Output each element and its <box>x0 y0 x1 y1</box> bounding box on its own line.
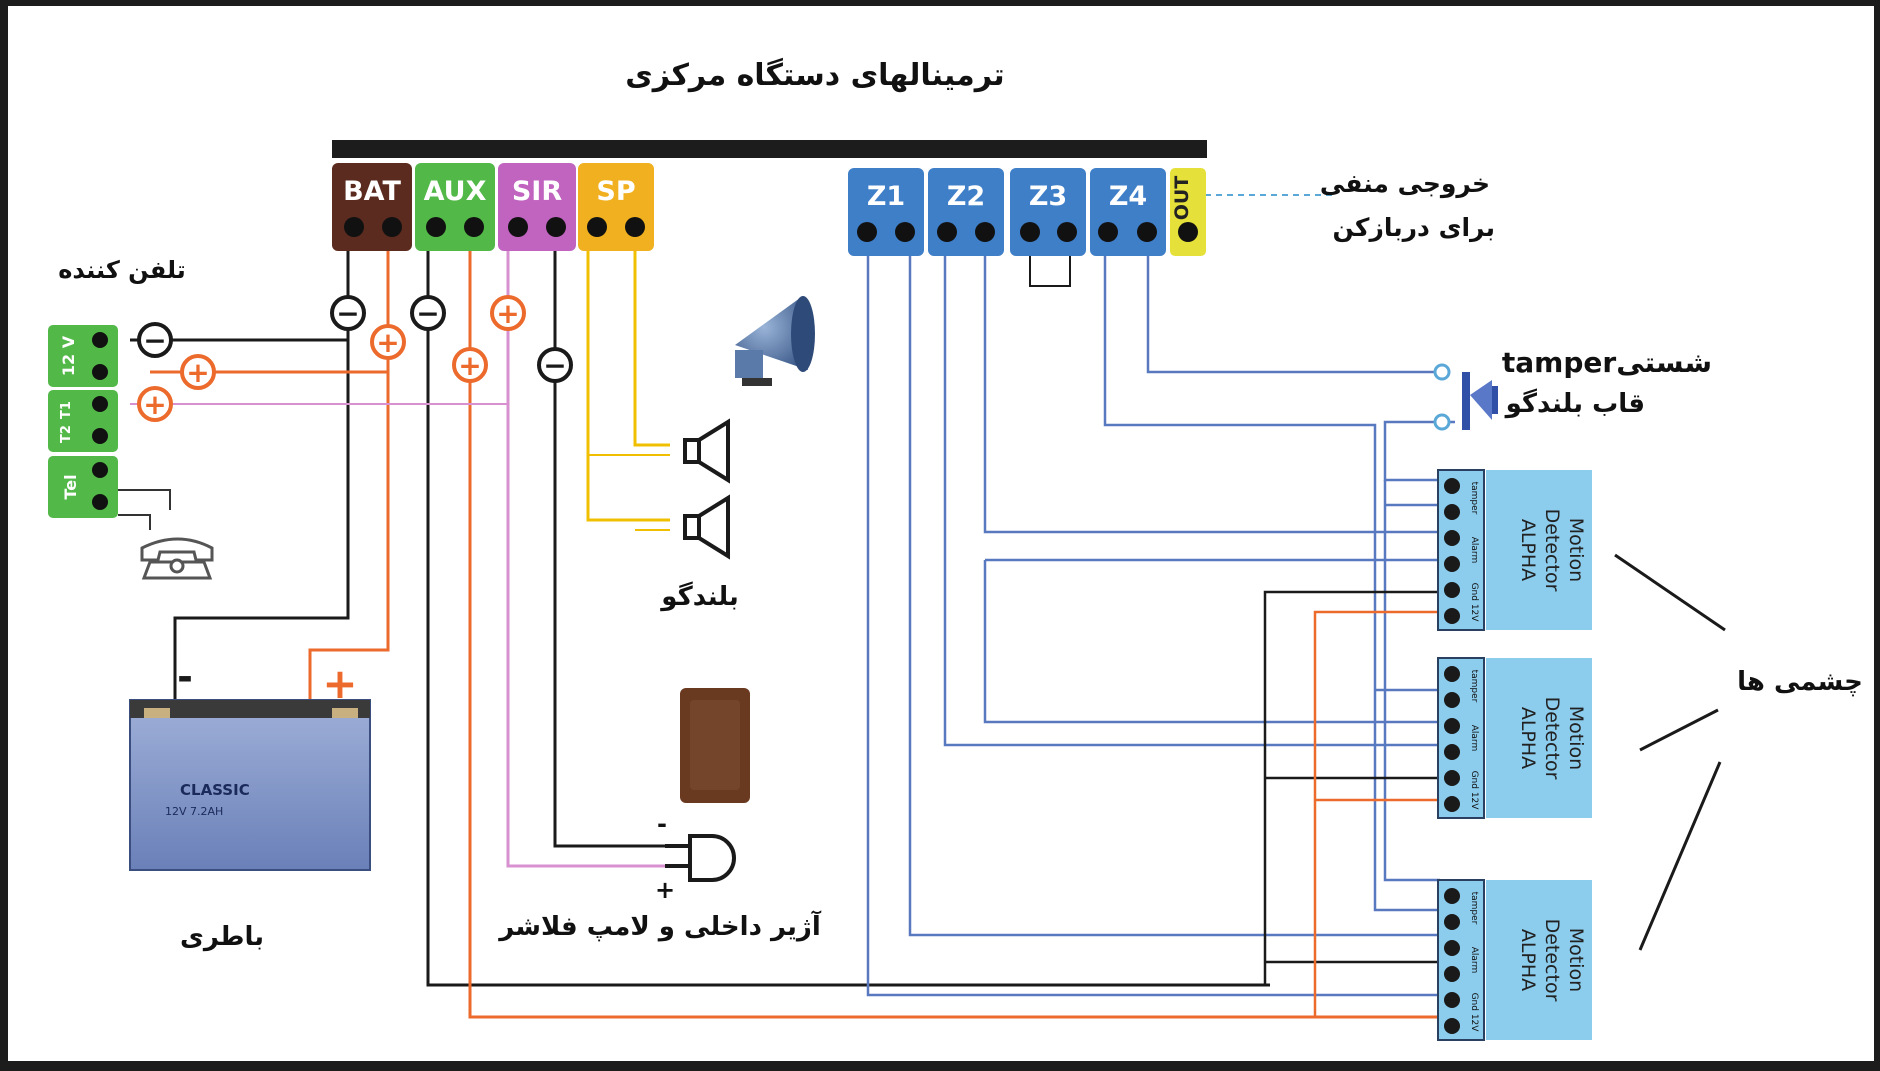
minus-marker-text: − <box>336 297 359 330</box>
minus-marker-text: − <box>143 324 166 357</box>
out-label-line1: خروجی منفی <box>1320 169 1490 199</box>
dialer-terminals: 12 V T1 T2 Tel <box>48 325 118 518</box>
diagram-title: ترمینالهای دستگاه مرکزی <box>625 57 1004 93</box>
terminal-z4: Z4 <box>1090 168 1166 256</box>
siren-minus-sign: - <box>657 810 667 838</box>
detector-name-text: Motion <box>1565 518 1587 582</box>
terminal-z3: Z3 <box>1010 168 1086 256</box>
terminal-aux: AUX <box>415 163 495 251</box>
dialer-term-12v: 12 V <box>59 335 78 376</box>
detector-name-text: Motion <box>1565 706 1587 770</box>
telephone-icon <box>140 537 214 580</box>
plus-marker-text: + <box>186 356 209 389</box>
paper <box>8 6 1874 1061</box>
plus-marker-text: + <box>458 349 481 382</box>
flasher-lamp-icon <box>680 688 750 803</box>
battery-icon: CLASSIC 12V 7.2AH <box>129 699 371 871</box>
out-label-line2: برای دربازکن <box>1332 213 1495 243</box>
battery-brand: CLASSIC <box>180 781 250 799</box>
detector-terminal-label: Gnd 12V <box>1469 993 1479 1033</box>
detector-terminal-label: tamper <box>1469 670 1479 703</box>
terminal-z2-label: Z2 <box>947 181 985 212</box>
speaker-icon <box>683 494 730 560</box>
terminal-z4-label: Z4 <box>1109 181 1147 212</box>
detector-terminal-label: Alarm <box>1469 725 1479 751</box>
detector-name-text: Detector <box>1541 697 1563 780</box>
minus-marker <box>330 295 366 331</box>
terminal-z1: Z1 <box>848 168 924 256</box>
siren-label: آژیر داخلی و لامپ فلاشر <box>497 910 822 942</box>
detector-name-text: ALPHA <box>1517 707 1539 769</box>
terminal-bat: BAT <box>332 163 412 251</box>
tamper-label-line2: قاب بلندگو <box>1504 388 1645 419</box>
horn-siren-icon <box>735 296 815 386</box>
minus-marker-text: − <box>416 297 439 330</box>
speaker-icon <box>683 418 730 484</box>
battery-label: باطری <box>180 922 264 952</box>
terminal-out-label: OUT <box>1171 176 1193 221</box>
terminal-z1-label: Z1 <box>867 181 905 212</box>
terminal-sp-label: SP <box>596 176 635 207</box>
plus-marker <box>137 386 173 422</box>
minus-marker <box>137 322 173 358</box>
terminal-sir-label: SIR <box>512 176 562 207</box>
detector-terminal-label: tamper <box>1469 482 1479 515</box>
detector-terminal-label: Alarm <box>1469 537 1479 563</box>
plus-marker <box>370 324 406 360</box>
dialer-term-tel: Tel <box>61 474 80 499</box>
plus-marker-text: + <box>496 297 519 330</box>
detector-name-text: Motion <box>1565 928 1587 992</box>
terminal-bat-label: BAT <box>343 176 401 207</box>
tamper-label-line1: tamperشستی <box>1502 346 1712 379</box>
plus-marker-text: + <box>376 326 399 359</box>
detector-name-text: Detector <box>1541 919 1563 1002</box>
dialer-label: تلفن کننده <box>58 256 186 284</box>
minus-marker <box>537 347 573 383</box>
detector-name-text: Detector <box>1541 509 1563 592</box>
terminal-sir: SIR <box>498 163 576 251</box>
minus-marker <box>410 295 446 331</box>
tamper-switch-icon <box>1433 363 1498 431</box>
terminal-rail <box>332 140 1207 158</box>
battery-plus-sign: + <box>322 659 357 708</box>
terminal-sp: SP <box>578 163 654 251</box>
plus-marker <box>452 347 488 383</box>
speaker-label: بلندگو <box>659 581 738 612</box>
detector-terminal-label: Alarm <box>1469 947 1479 973</box>
dialer-term-t1: T1 <box>59 401 74 419</box>
wires <box>118 194 1726 1019</box>
detector-name-text: ALPHA <box>1517 519 1539 581</box>
siren-plus-sign: + <box>655 876 675 904</box>
terminal-z3-label: Z3 <box>1029 181 1067 212</box>
battery-rating: 12V 7.2AH <box>165 805 223 818</box>
internal-siren-icon <box>665 834 736 882</box>
terminal-z2: Z2 <box>928 168 1004 256</box>
detector-terminal-label: Gnd 12V <box>1469 771 1479 811</box>
detector-terminal-label: tamper <box>1469 892 1479 925</box>
dialer-term-t2: T2 <box>59 425 74 443</box>
battery-minus-sign: - <box>177 655 193 699</box>
detector-name-text: ALPHA <box>1517 929 1539 991</box>
terminal-out: OUT <box>1170 168 1206 256</box>
minus-marker-text: − <box>543 349 566 382</box>
polarity-markers: − − − + + + − + + <box>137 295 573 422</box>
terminal-aux-label: AUX <box>424 176 487 207</box>
plus-marker <box>180 354 216 390</box>
detectors-label: چشمی ها <box>1737 667 1863 697</box>
plus-marker-text: + <box>143 388 166 421</box>
detector-terminal-label: Gnd 12V <box>1469 583 1479 623</box>
plus-marker <box>490 295 526 331</box>
